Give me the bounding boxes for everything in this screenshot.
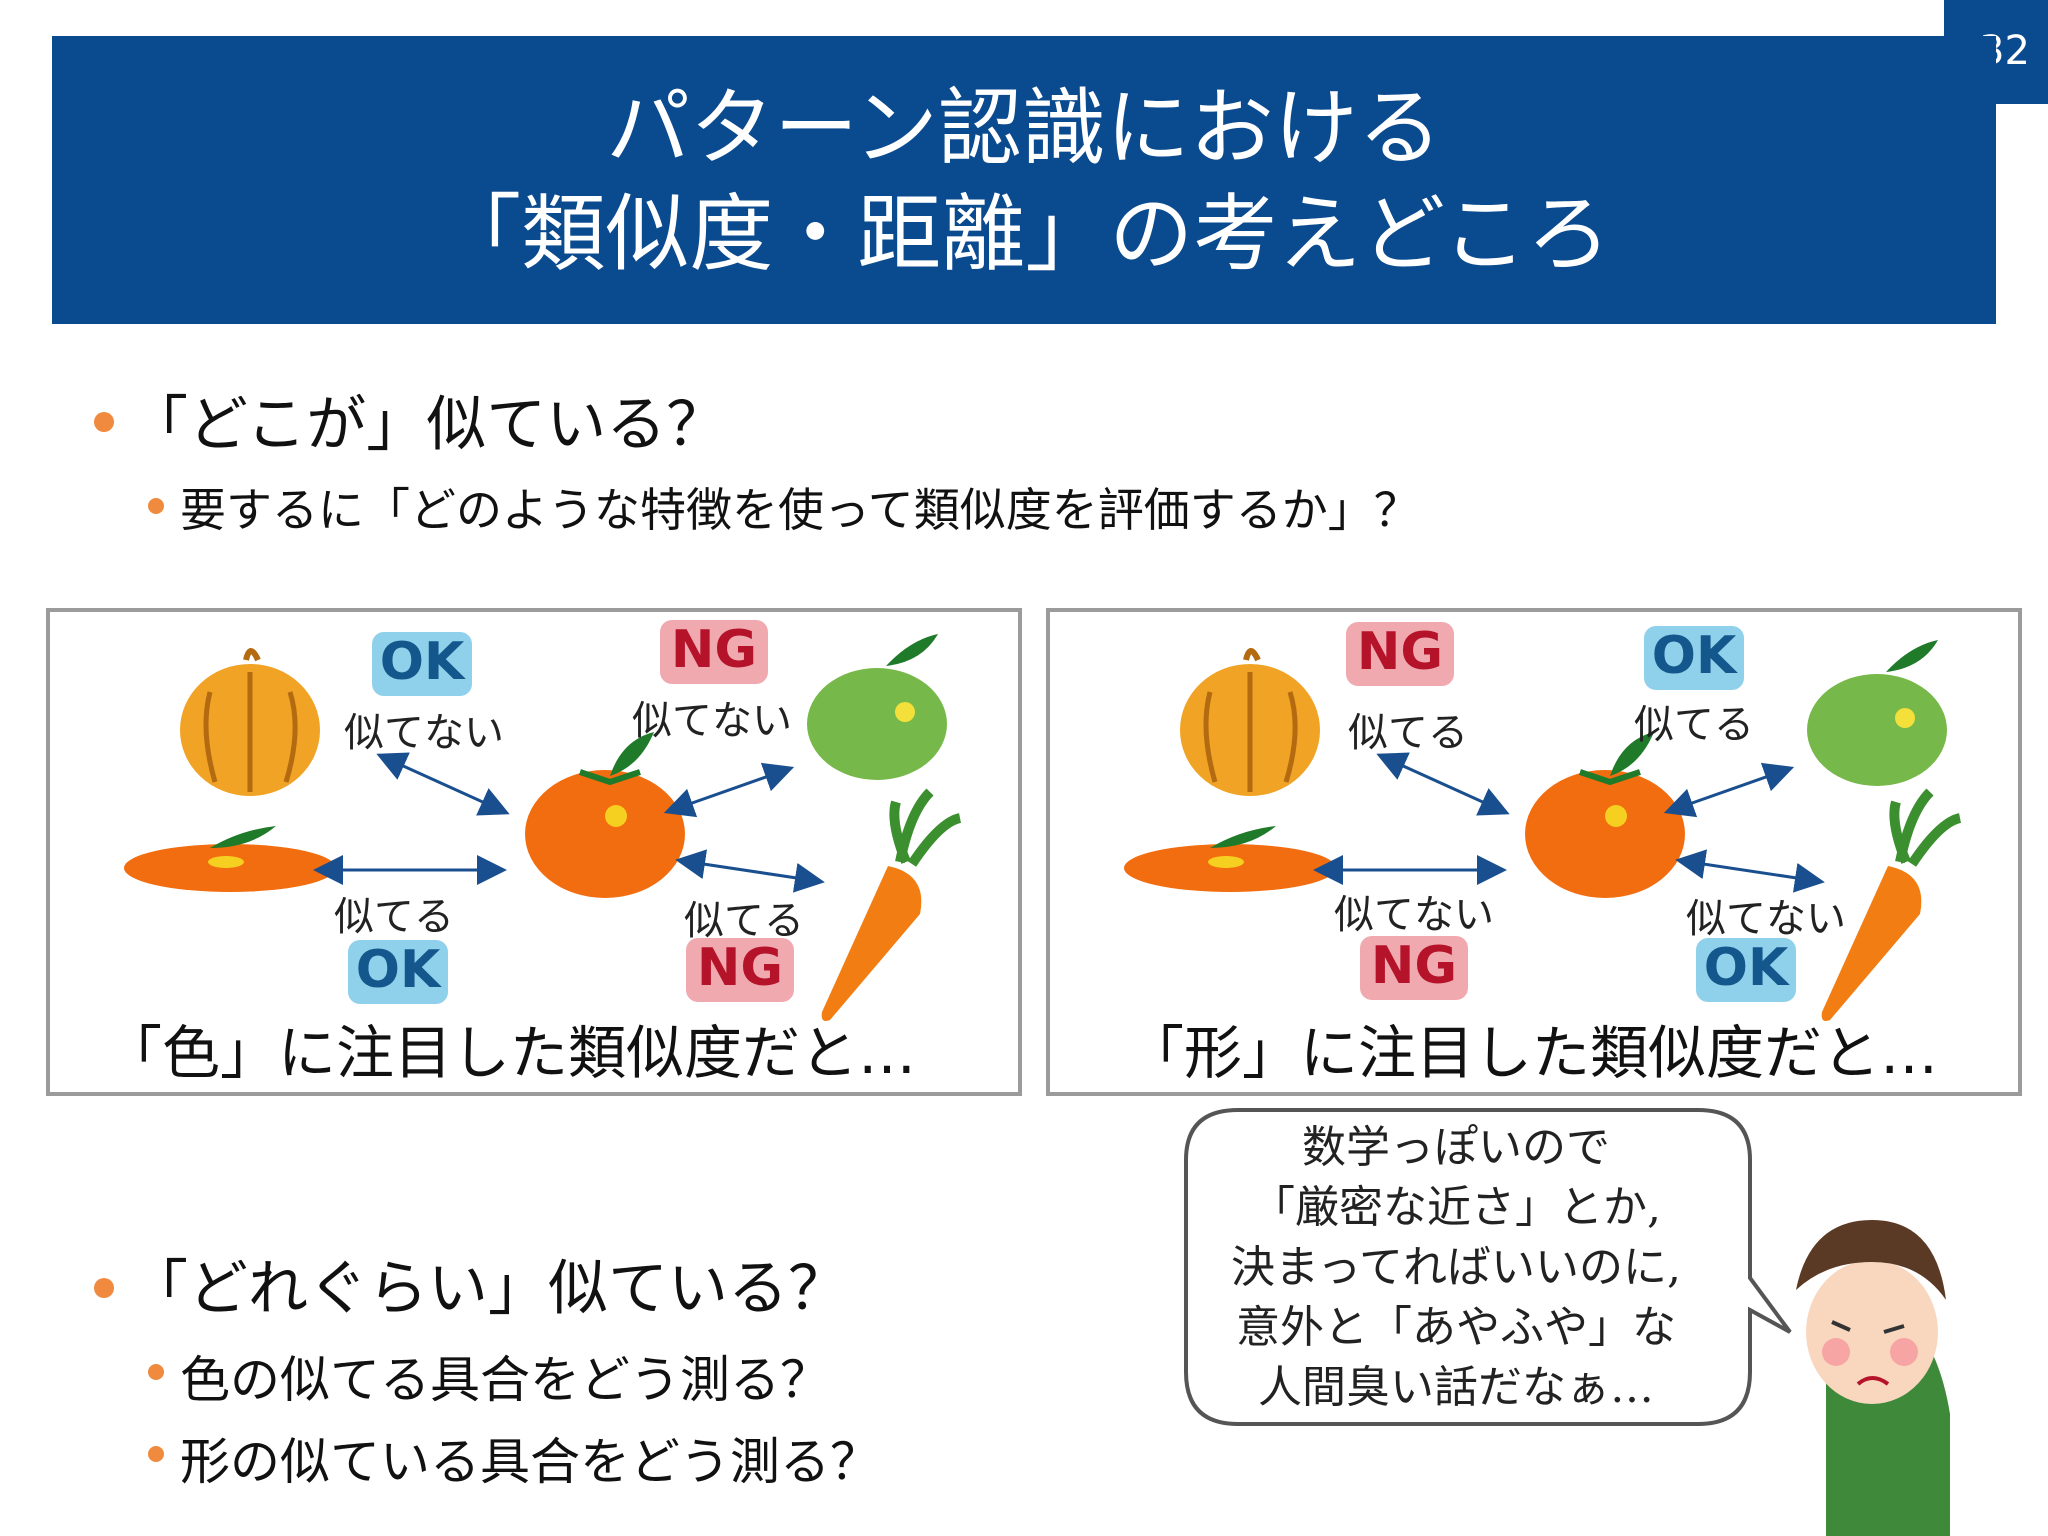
arrow-lime <box>1678 772 1780 808</box>
bullet-dot <box>148 1446 164 1462</box>
badge-lime: NG <box>660 620 768 684</box>
panel-caption: 「形」に注目した類似度だと… <box>1126 1006 1938 1090</box>
bubble-line: 決まってればいいのに, <box>1196 1238 1716 1298</box>
label-persimmon: 似てる <box>334 884 454 942</box>
badge-persimmon: OK <box>348 940 448 1004</box>
title-line-2: 「類似度・距離」の考えどころ <box>52 184 1996 284</box>
tangerine-icon <box>525 732 685 898</box>
bullet-dot <box>94 1278 114 1298</box>
badge-onion: NG <box>1346 622 1454 686</box>
carrot-icon <box>822 792 960 1021</box>
sub-bullet-feature: 要するに「どのような特徴を使って類似度を評価するか」？ <box>180 474 1420 540</box>
bullet-dot <box>94 412 114 432</box>
label-lime: 似てない <box>632 688 792 746</box>
title-line-1: パターン認識における <box>52 78 1996 178</box>
label-persimmon: 似てない <box>1334 882 1494 940</box>
bubble-line: 「厳密な近さ」とか, <box>1196 1178 1716 1238</box>
onion-icon <box>1180 651 1320 796</box>
lime-icon <box>1807 640 1947 786</box>
label-carrot: 似てない <box>1686 886 1846 944</box>
bubble-line: 人間臭い話だなぁ… <box>1196 1358 1716 1418</box>
persimmon-slice-icon <box>1124 826 1336 892</box>
label-onion: 似てない <box>344 700 504 758</box>
lime-icon <box>807 634 947 780</box>
badge-lime: OK <box>1644 626 1744 690</box>
bullet-dot <box>148 498 164 514</box>
badge-carrot: OK <box>1696 938 1796 1002</box>
bubble-line: 意外と「あやふや」な <box>1196 1298 1716 1358</box>
onion-icon <box>180 651 320 796</box>
arrow-onion <box>1390 760 1496 808</box>
arrow-lime <box>678 772 780 808</box>
bullet-where-similar: 「どこが」似ている？ <box>128 376 726 463</box>
label-lime: 似てる <box>1634 692 1754 750</box>
tangerine-icon <box>1525 732 1685 898</box>
sub-bullet-color: 色の似てる具合をどう測る？ <box>180 1340 830 1412</box>
badge-persimmon: NG <box>1360 936 1468 1000</box>
title-bar: パターン認識における 「類似度・距離」の考えどころ <box>52 36 1996 324</box>
panel-color: OK 似てない NG 似てない 似てる OK 似てる NG 「色」に注目した類似… <box>46 608 1022 1096</box>
persimmon-slice-icon <box>124 826 336 892</box>
arrow-carrot <box>690 862 810 880</box>
person-illustration <box>1796 1220 1950 1536</box>
arrow-onion <box>390 760 496 808</box>
bullet-dot <box>148 1364 164 1380</box>
panel-shape: NG 似てる OK 似てる 似てない NG 似てない OK 「形」に注目した類似… <box>1046 608 2022 1096</box>
sub-bullet-shape: 形の似ている具合をどう測る？ <box>180 1422 880 1494</box>
label-onion: 似てる <box>1348 700 1468 758</box>
speech-bubble-text: 数学っぽいので 「厳密な近さ」とか, 決まってればいいのに, 意外と「あやふや」… <box>1196 1118 1716 1418</box>
badge-onion: OK <box>372 632 472 696</box>
badge-carrot: NG <box>686 938 794 1002</box>
arrow-carrot <box>1690 862 1810 880</box>
bullet-how-much: 「どれぐらい」似ている？ <box>128 1240 848 1327</box>
panel-caption: 「色」に注目した類似度だと… <box>104 1006 916 1090</box>
bubble-line: 数学っぽいので <box>1196 1118 1716 1178</box>
